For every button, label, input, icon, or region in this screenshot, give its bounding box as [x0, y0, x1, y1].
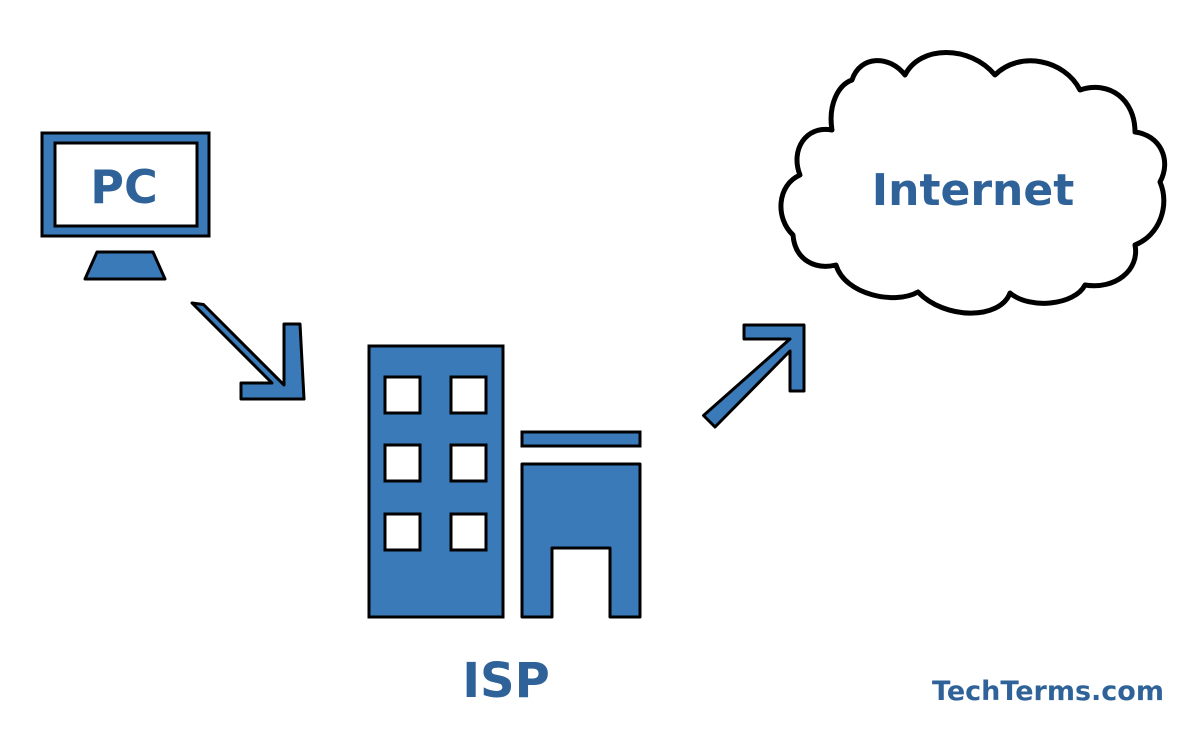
arrow-up-right-icon — [702, 323, 806, 429]
arrow-down-right-icon — [190, 301, 306, 401]
cloud-icon — [778, 50, 1168, 316]
isp-label: ISP — [462, 653, 550, 709]
internet-label: Internet — [872, 165, 1074, 216]
monitor-icon — [40, 131, 211, 281]
pc-label: PC — [90, 160, 157, 214]
building-icon — [367, 344, 642, 619]
watermark-text: TechTerms.com — [932, 676, 1164, 707]
